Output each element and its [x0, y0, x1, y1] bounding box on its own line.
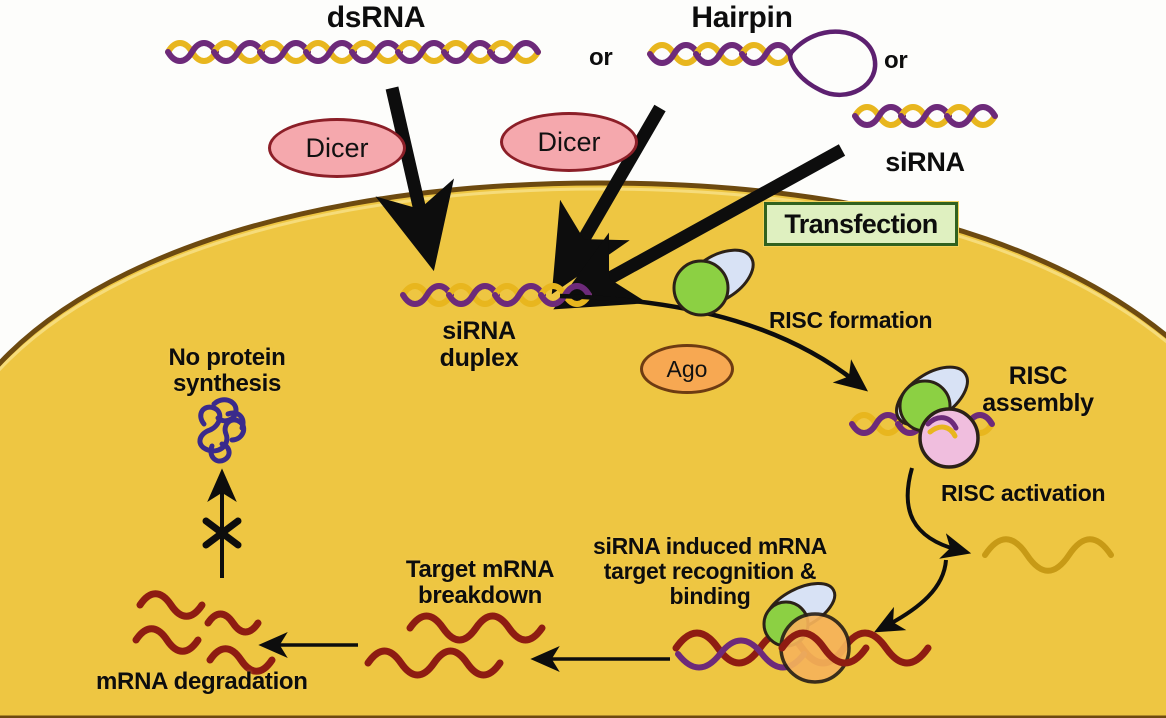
sirna-target-binding-label: siRNA induced mRNA target recognition & …: [593, 533, 827, 609]
protein-tangle-icon: [197, 397, 247, 464]
mrna-degradation-label: mRNA degradation: [96, 668, 308, 695]
sirna-duplex-label: siRNA duplex: [439, 317, 519, 372]
blocked-translation-arrow: [202, 468, 242, 578]
risc-formation-arrow: [559, 293, 869, 392]
dsrna-duplex-icon: [168, 43, 538, 61]
risc-mrna-binding-icon: [672, 582, 932, 684]
no-protein-synthesis-label: No protein synthesis: [168, 344, 286, 397]
ago-node: Ago: [640, 344, 734, 394]
dicer-node-2: Dicer: [500, 112, 638, 172]
ago-label: Ago: [666, 355, 708, 382]
sirna-label: siRNA: [885, 147, 965, 177]
transfection-badge: Transfection: [764, 202, 958, 246]
dicer-label-1: Dicer: [305, 132, 369, 163]
risc-formation-label: RISC formation: [769, 307, 933, 333]
transfection-label: Transfection: [784, 208, 938, 239]
risc-activation-label: RISC activation: [941, 480, 1106, 506]
or-label-2: or: [884, 47, 908, 74]
target-binding-arrow: [873, 559, 948, 633]
risc-activation-arrow: [905, 467, 972, 559]
transfection-arrow: [553, 144, 846, 310]
mrna-fragments-icon: [132, 590, 276, 675]
single-strand-rna-icon: [982, 536, 1114, 574]
sirna-duplex-icon: [855, 107, 995, 125]
risc-assembly-label: RISC assembly: [982, 362, 1094, 417]
protein-complex-free-icon: [672, 248, 755, 317]
target-mrna-breakdown-label: Target mRNA breakdown: [405, 556, 555, 609]
hairpin-rna-icon: [650, 29, 878, 97]
dsrna-label: dsRNA: [326, 1, 426, 34]
dicer-label-2: Dicer: [537, 126, 601, 157]
or-label-1: or: [589, 44, 613, 71]
target-mrna-icon: [364, 612, 546, 679]
dicer-arrow-right: [551, 104, 666, 295]
hairpin-label: Hairpin: [691, 1, 793, 34]
cell-body: [0, 180, 1166, 718]
risc-assembly-complex-icon: [852, 365, 992, 469]
dicer-node-1: Dicer: [268, 118, 406, 178]
dicer-arrow-left: [375, 86, 455, 272]
